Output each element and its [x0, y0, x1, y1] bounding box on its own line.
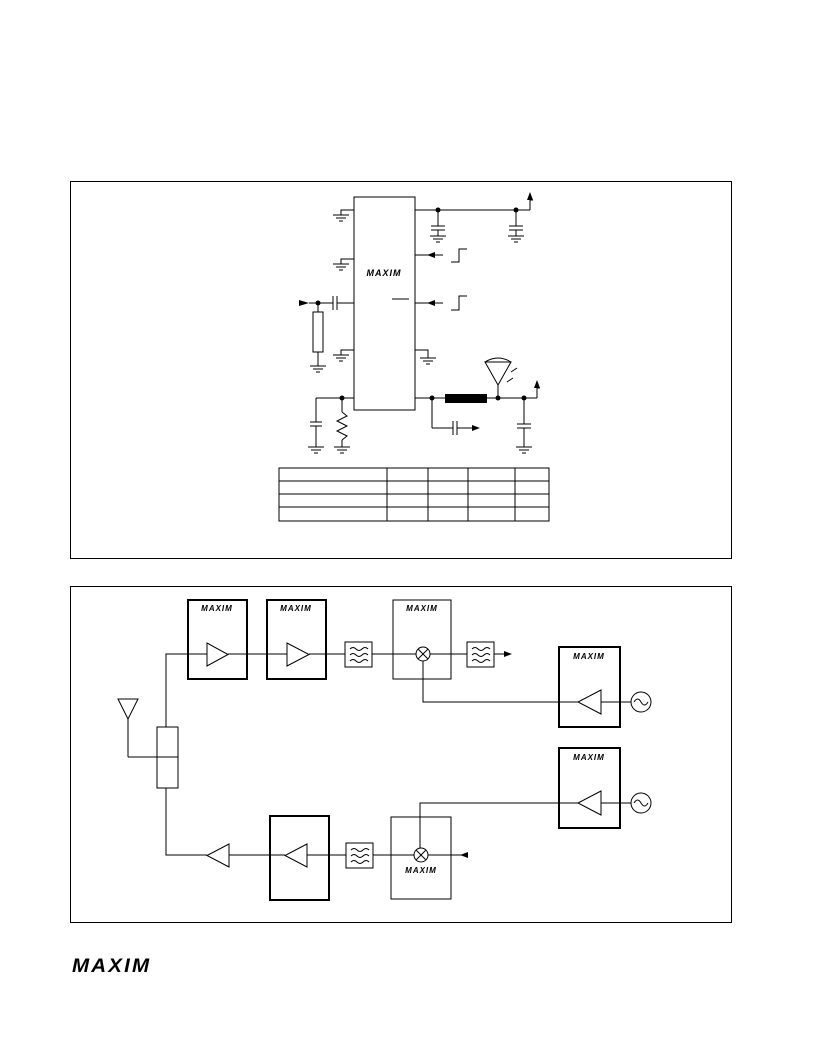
svg-text:MAXIM: MAXIM	[405, 866, 437, 875]
maxim-logo: MAXIM	[72, 957, 166, 976]
maxim-logo-text: MAXIM	[72, 956, 152, 977]
ic-body	[353, 196, 416, 411]
oscillator-icon	[630, 691, 652, 713]
amplifier-icon	[286, 642, 311, 667]
buffer-icon	[576, 689, 602, 715]
tx-filter	[345, 842, 374, 869]
amplifier-icon	[283, 843, 308, 868]
tx-signal-path	[165, 788, 468, 858]
amplifier-block: MAXIM	[266, 599, 327, 680]
output-network	[415, 357, 540, 454]
buffer-icon	[576, 790, 602, 816]
control-input-pulse	[415, 248, 467, 263]
svg-text:MAXIM: MAXIM	[573, 652, 605, 661]
lna-block: MAXIM	[187, 599, 248, 680]
power-amplifier-icon	[205, 843, 230, 868]
tx-driver-block	[269, 815, 330, 901]
tx-lo-block: MAXIM	[419, 747, 652, 848]
bandpass-filter	[344, 641, 373, 668]
system-block-diagram-panel: MAXIM MAXIM MAXIM	[70, 586, 732, 923]
amplifier-icon	[206, 642, 230, 667]
bias-network	[308, 395, 354, 454]
rx-mixer-block: MAXIM	[392, 599, 452, 680]
application-circuit-schematic: MAXIM	[278, 192, 550, 522]
antenna-icon	[117, 698, 157, 758]
rx-lo-block: MAXIM	[422, 646, 652, 728]
oscillator-icon	[630, 792, 652, 814]
ground-symbol	[415, 349, 436, 365]
transceiver-block-diagram: MAXIM MAXIM MAXIM	[117, 599, 652, 901]
rf-choke-inductor	[445, 394, 487, 403]
component-table	[278, 467, 550, 522]
ground-symbol	[333, 349, 354, 362]
svg-text:MAXIM: MAXIM	[406, 604, 438, 613]
svg-text:MAXIM: MAXIM	[280, 604, 312, 613]
ic-logo: MAXIM	[367, 268, 402, 278]
control-input-pulse	[415, 295, 467, 311]
supply-rail	[415, 192, 533, 243]
input-coupling	[299, 296, 354, 373]
bias-resistor	[335, 411, 349, 441]
tx-mixer-block: MAXIM	[390, 816, 452, 900]
svg-text:MAXIM: MAXIM	[573, 753, 605, 762]
application-circuit-panel: MAXIM	[70, 181, 732, 559]
svg-text:MAXIM: MAXIM	[201, 604, 233, 613]
antenna-icon	[484, 361, 512, 386]
ground-symbol	[333, 209, 354, 222]
ground-symbol	[333, 258, 354, 271]
rx-signal-path	[165, 651, 512, 727]
input-resistor	[312, 311, 324, 353]
if-filter	[466, 641, 495, 668]
